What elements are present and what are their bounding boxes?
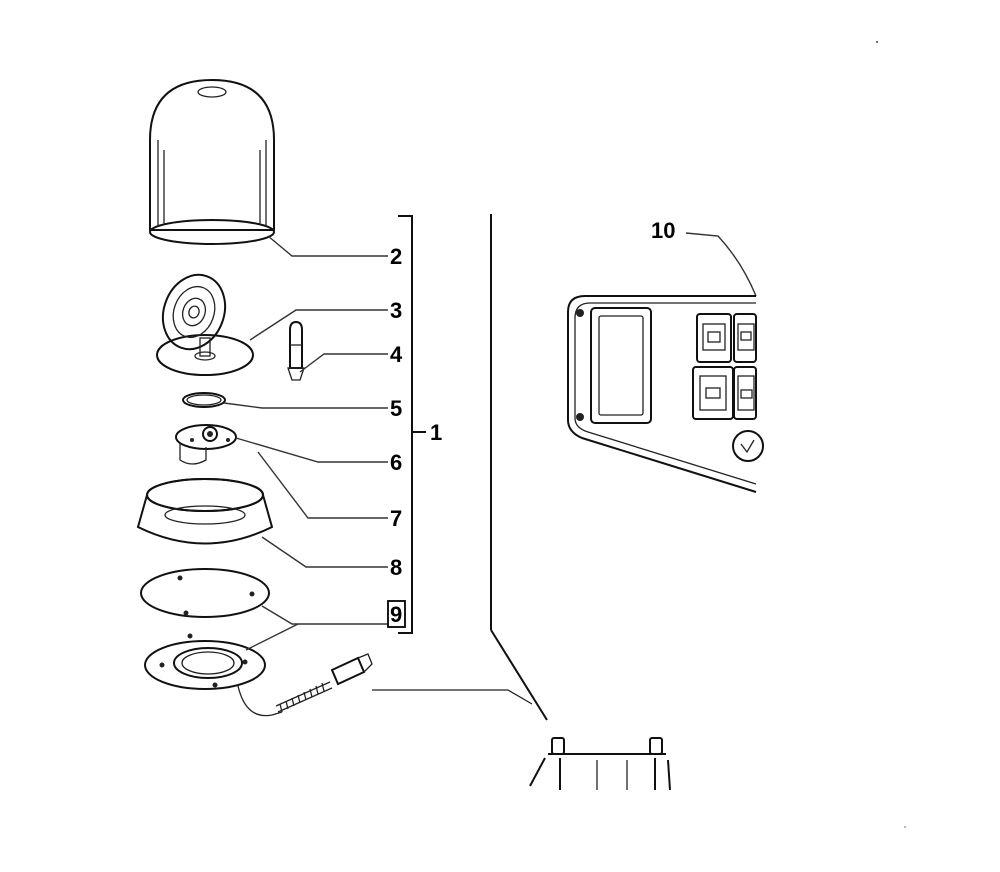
callout-1: 1 [430, 420, 442, 445]
callout-7: 7 [390, 506, 402, 531]
callout-9-box [387, 600, 406, 628]
callout-5: 5 [390, 396, 402, 421]
part-gasket-plate [140, 568, 270, 690]
callout-6: 6 [390, 450, 402, 475]
part-dome-cover [149, 78, 275, 245]
panel-switch-row-top [696, 313, 757, 363]
speck [876, 41, 878, 43]
divider-line [372, 214, 548, 721]
control-panel [567, 232, 764, 493]
callout-10: 10 [651, 218, 675, 243]
part-lamp-holder [175, 424, 237, 465]
callout-labels: 1 2 3 4 5 6 7 8 9 10 [387, 218, 675, 628]
leader-lines [223, 235, 388, 651]
part-cone-base [136, 478, 274, 545]
callout-8: 8 [390, 555, 402, 580]
assembly-bracket [398, 215, 426, 634]
panel-switch-row-bottom [692, 366, 757, 420]
part-bulb [287, 320, 305, 381]
part-o-ring [182, 392, 226, 408]
callout-3: 3 [390, 298, 402, 323]
part-reflector-base [156, 273, 254, 376]
callout-2: 2 [390, 244, 402, 269]
part-cable-connector [237, 653, 373, 717]
speck [904, 826, 906, 828]
lower-unit [529, 737, 671, 791]
callout-9: 9 [390, 602, 402, 627]
callout-4: 4 [390, 342, 403, 367]
panel-round-knob [732, 430, 764, 462]
